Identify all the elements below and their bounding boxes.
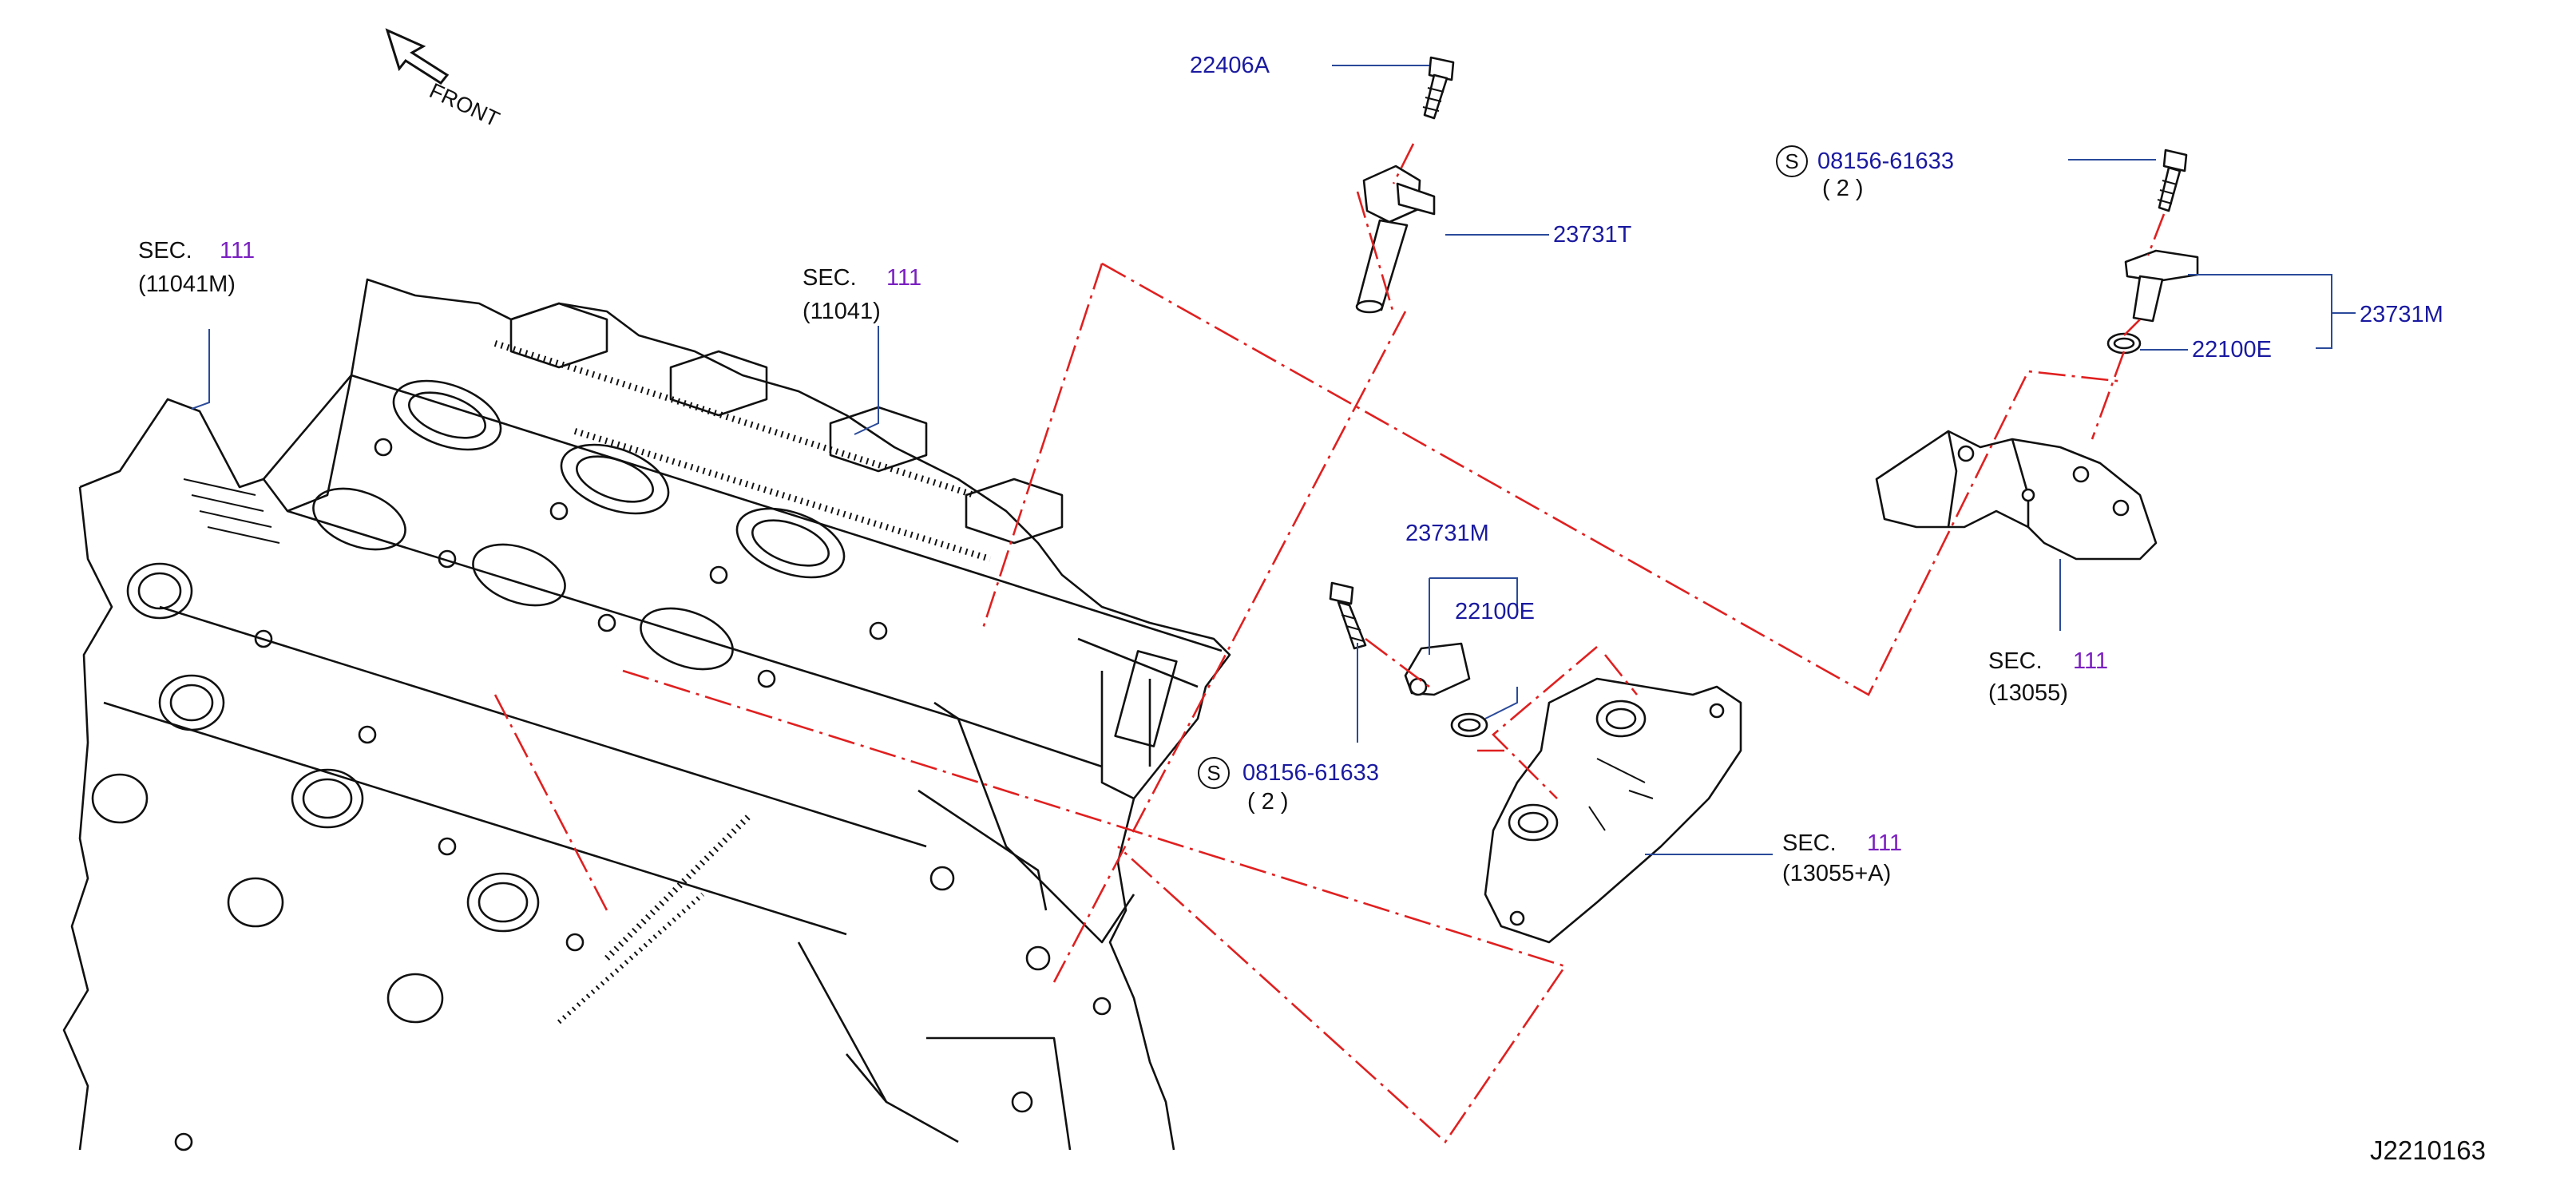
section-number-link[interactable]: 111: [1867, 830, 1903, 856]
part-quantity: ( 2 ): [1822, 176, 1864, 201]
front-arrow-icon: [385, 28, 450, 85]
leader-lines: [191, 65, 2356, 855]
cam-sensor-right-illustration: [2106, 149, 2199, 355]
section-code: (11041): [803, 299, 881, 324]
section-code: (13055+A): [1782, 861, 1892, 886]
part-number-22100e[interactable]: 22100E: [2192, 337, 2272, 363]
section-code: (11041M): [138, 271, 236, 297]
section-number-link[interactable]: 111: [220, 238, 256, 264]
s-marker-icon: S: [1776, 145, 1808, 177]
part-number-08156-61633[interactable]: 08156-61633: [1817, 149, 1954, 174]
timing-cover-13055a-illustration: [1484, 677, 1742, 944]
part-quantity: ( 2 ): [1247, 789, 1289, 814]
section-number-link[interactable]: 111: [2073, 648, 2109, 674]
engine-block-illustration: [62, 278, 1231, 1151]
cam-sensor-mid-illustration: [1329, 581, 1488, 738]
cam-sensor-top-illustration: [1355, 56, 1455, 314]
part-number-23731t[interactable]: 23731T: [1553, 222, 1632, 248]
section-label-sec: SEC.: [1782, 830, 1837, 856]
part-number-23731m[interactable]: 23731M: [2360, 302, 2443, 327]
timing-cover-13055-illustration: [1875, 430, 2158, 561]
section-label-sec: SEC.: [1988, 648, 2043, 674]
part-number-08156-61633[interactable]: 08156-61633: [1242, 760, 1379, 786]
part-number-22100e[interactable]: 22100E: [1455, 599, 1535, 624]
diagram-code: J2210163: [2370, 1135, 2486, 1165]
section-label-sec: SEC.: [803, 265, 857, 291]
s-marker-icon: S: [1198, 757, 1230, 789]
part-number-23731m[interactable]: 23731M: [1405, 521, 1489, 546]
phantom-lines: [493, 143, 2166, 1143]
section-label-sec: SEC.: [138, 238, 192, 264]
part-number-22406a[interactable]: 22406A: [1190, 53, 1270, 78]
section-code: (13055): [1988, 680, 2068, 706]
section-number-link[interactable]: 111: [886, 265, 922, 291]
